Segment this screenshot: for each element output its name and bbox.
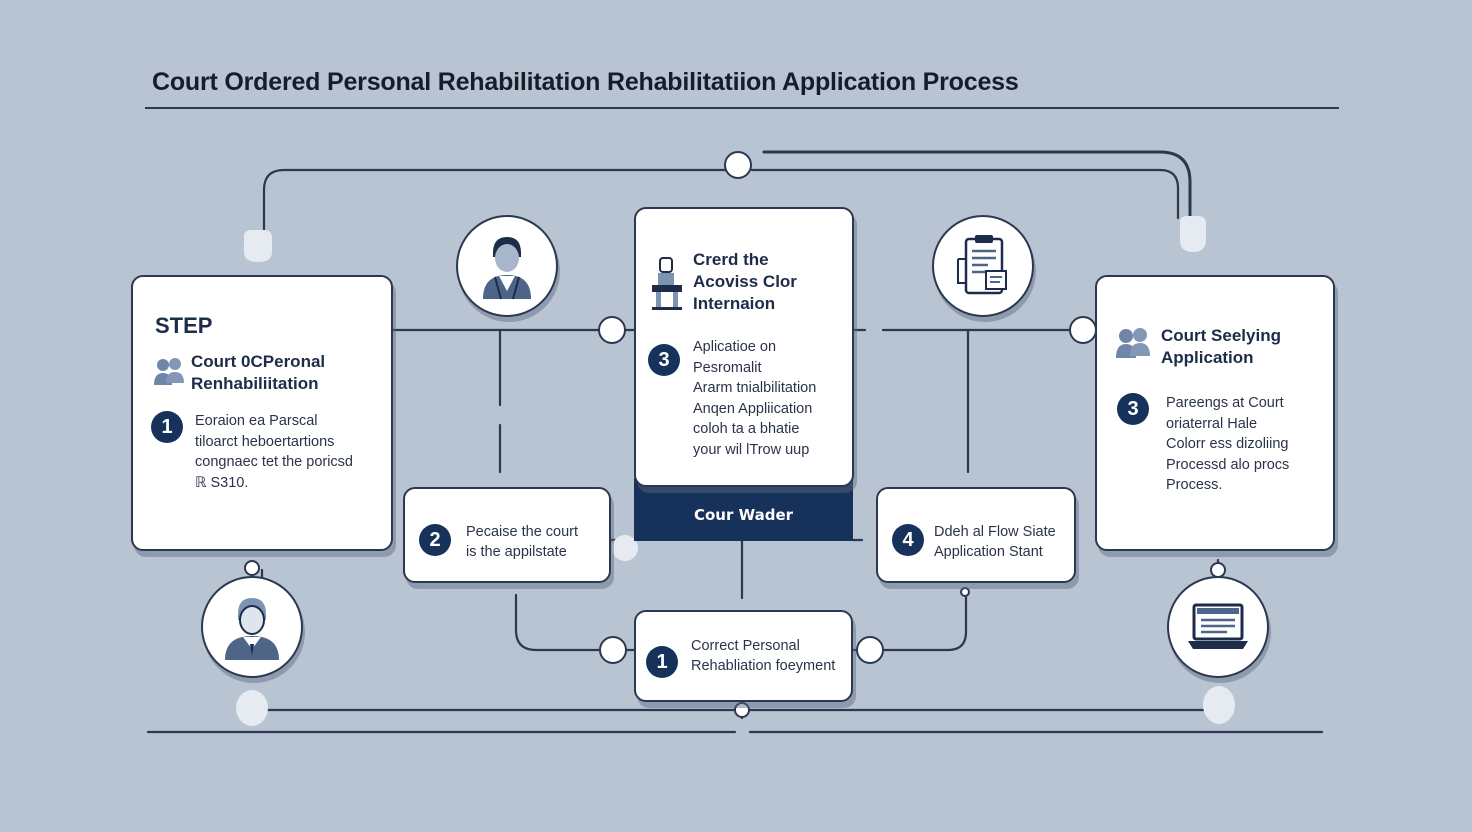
laptop-icon bbox=[1167, 576, 1269, 678]
step-number-badge: 2 bbox=[419, 524, 451, 556]
step-card-4: 4 Ddeh al Flow Siate Application Stant bbox=[876, 487, 1076, 583]
users-group-icon bbox=[153, 355, 185, 394]
heading-line: Acoviss Clor bbox=[693, 272, 797, 291]
step-heading: Court 0CPeronal Renhabiliitation bbox=[191, 351, 325, 395]
description-line: Pecaise the court bbox=[466, 524, 579, 540]
step-number-badge: 1 bbox=[646, 646, 678, 678]
step-card-left: STEP Court 0CPeronal Renhabiliitation 1 … bbox=[131, 275, 393, 551]
step-number-badge: 3 bbox=[1117, 393, 1149, 425]
step-card-2: 2 Pecaise the court is the appilstate bbox=[403, 487, 611, 583]
heading-line: Application bbox=[1161, 348, 1254, 367]
step-description: Pareengs at Court oriaterral Hale Colorr… bbox=[1166, 393, 1289, 496]
description-line: Ararm tnialbilitation bbox=[693, 380, 817, 396]
description-line: Application Stant bbox=[934, 544, 1043, 560]
step-number-badge: 3 bbox=[648, 344, 680, 376]
description-line: Rehabliation foeyment bbox=[691, 658, 836, 674]
description-line: is the appilstate bbox=[466, 544, 567, 560]
description-line: your wil lTrow uup bbox=[693, 441, 810, 458]
step-description: Pecaise the court is the appilstate bbox=[466, 522, 578, 562]
page-title: Court Ordered Personal Rehabilitation Re… bbox=[152, 68, 1019, 96]
heading-line: Renhabiliitation bbox=[191, 374, 319, 393]
description-line: coloh ta a bhatie bbox=[693, 421, 800, 437]
users-group-icon bbox=[1115, 325, 1151, 366]
description-line: Correct Personal bbox=[691, 638, 800, 654]
description-line: ℝ S310. bbox=[195, 474, 249, 491]
description-line: Aplicatioe on bbox=[693, 339, 777, 355]
description-line: Anqen Appliication bbox=[693, 400, 813, 417]
step-description: Correct Personal Rehabliation foeyment bbox=[691, 636, 835, 676]
step-number-badge: 4 bbox=[892, 524, 924, 556]
description-line: Eoraion ea Parscal bbox=[195, 413, 318, 429]
step-heading: Court Seelying Application bbox=[1161, 325, 1281, 369]
description-line: Pareengs at Court bbox=[1166, 395, 1284, 411]
description-line: Process. bbox=[1166, 477, 1223, 493]
step-heading: Crerd the Acoviss Clor Internaion bbox=[693, 249, 797, 315]
step-card-bottom: 1 Correct Personal Rehabliation foeyment bbox=[634, 610, 853, 702]
heading-line: Court Seelying bbox=[1161, 326, 1281, 345]
step-number-badge: 1 bbox=[151, 411, 183, 443]
court-order-banner: Cour Wader bbox=[634, 478, 853, 541]
step-description: Eoraion ea Parscal tiloarct heboertartio… bbox=[195, 411, 353, 493]
heading-line: Internaion bbox=[693, 294, 776, 313]
description-line: oriaterral Hale bbox=[1166, 415, 1258, 432]
description-line: Ddeh al Flow Siate bbox=[934, 524, 1056, 540]
description-line: tiloarct heboertartions bbox=[195, 433, 335, 450]
step-description: Ddeh al Flow Siate Application Stant bbox=[934, 522, 1056, 562]
heading-line: Court 0CPeronal bbox=[191, 352, 326, 371]
step-description: Aplicatioe on Pesromalit Ararm tnialbili… bbox=[693, 337, 816, 460]
description-line: congnaec tet the poricsd bbox=[195, 454, 353, 470]
heading-line: Crerd the bbox=[693, 250, 769, 269]
step-card-center: Crerd the Acoviss Clor Internaion 3 Apli… bbox=[634, 207, 854, 487]
description-line: Processd alo procs bbox=[1166, 456, 1290, 473]
step-label: STEP bbox=[155, 313, 213, 338]
podium-icon bbox=[650, 255, 684, 316]
description-line: Colorr ess dizoliing bbox=[1166, 436, 1289, 452]
person-avatar-icon bbox=[201, 576, 303, 678]
description-line: Pesromalit bbox=[693, 359, 762, 376]
title-divider bbox=[145, 107, 1339, 109]
clipboard-document-icon bbox=[932, 215, 1034, 317]
worker-avatar-icon bbox=[456, 215, 558, 317]
step-card-right: Court Seelying Application 3 Pareengs at… bbox=[1095, 275, 1335, 551]
